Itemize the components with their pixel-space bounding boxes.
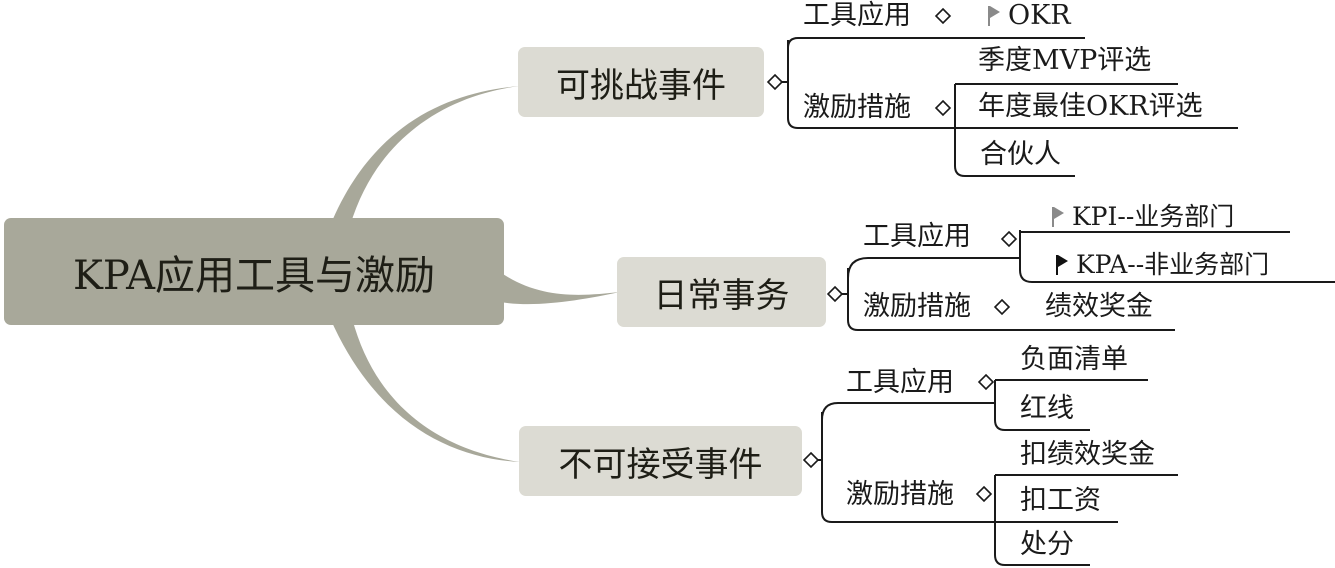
b2-leaf-spine: [1019, 230, 1335, 283]
b3-tool-1[interactable]: 负面清单: [1020, 344, 1128, 375]
b1-top-connector: [787, 37, 1085, 49]
b2-sub-spine: [847, 268, 1175, 331]
b2-tool-kpa[interactable]: KPA--非业务部门: [1056, 250, 1269, 280]
b2-tool-kpi[interactable]: KPI--业务部门: [1052, 202, 1234, 232]
b3-group2-spine: [994, 475, 1090, 566]
b3-g1-diamond: [977, 373, 995, 391]
b1-g2-diamond: [934, 99, 952, 117]
b1-collapse-diamond: [766, 73, 784, 91]
b1-incentive-3[interactable]: 合伙人: [980, 139, 1061, 170]
b3-collapse-diamond: [802, 451, 820, 469]
b3-group1-spine: [994, 380, 1090, 431]
b2-top-curve: [847, 257, 1020, 279]
b1-tool-okr-label: OKR: [1008, 0, 1071, 31]
b2-tool-kpa-label: KPA--非业务部门: [1076, 250, 1270, 279]
root-connector-2: [500, 272, 620, 305]
root-connector-3: [330, 318, 520, 462]
root-node[interactable]: KPA应用工具与激励: [4, 218, 504, 325]
b3-incentive-1[interactable]: 扣绩效奖金: [1020, 439, 1155, 470]
b2-g1-diamond: [1000, 230, 1018, 248]
b2-group-incentive-label[interactable]: 激励措施: [863, 291, 971, 322]
b1-sub-connector: [787, 40, 955, 129]
b3-incentive-2[interactable]: 扣工资: [1020, 485, 1101, 516]
b2-incentive-1[interactable]: 绩效奖金: [1045, 291, 1153, 322]
branch-label: 不可接受事件: [558, 444, 763, 485]
branch-label: 日常事务: [653, 275, 790, 316]
b2-tool-kpi-label: KPI--业务部门: [1072, 202, 1235, 231]
b3-tool-2[interactable]: 红线: [1020, 393, 1074, 424]
b3-group-tools-label[interactable]: 工具应用: [846, 367, 954, 398]
b1-incentive-2[interactable]: 年度最佳OKR评选: [978, 91, 1203, 122]
b1-leaf-spine: [954, 84, 1075, 177]
b1-incentive-1[interactable]: 季度MVP评选: [978, 45, 1152, 76]
root-connector-1: [330, 86, 520, 226]
branch-node-challengeable-events[interactable]: 可挑战事件: [518, 47, 764, 117]
branch-node-daily-affairs[interactable]: 日常事务: [617, 257, 826, 327]
branch-label: 可挑战事件: [556, 65, 726, 106]
b1-group-incentive-label[interactable]: 激励措施: [803, 92, 911, 123]
b1-tool-okr[interactable]: OKR: [988, 1, 1071, 31]
black-flag-icon: [1056, 255, 1068, 275]
b1-group-tools-label[interactable]: 工具应用: [803, 0, 911, 31]
gray-flag-icon: [1052, 207, 1064, 227]
b2-group-tools-label[interactable]: 工具应用: [863, 221, 971, 252]
b3-group-incentive-label[interactable]: 激励措施: [846, 479, 954, 510]
branch-node-unacceptable-events[interactable]: 不可接受事件: [519, 426, 802, 496]
b2-collapse-diamond: [826, 285, 844, 303]
b2-g2-diamond: [993, 298, 1011, 316]
b3-top-curve: [821, 402, 995, 421]
b3-incentive-3[interactable]: 处分: [1020, 529, 1074, 560]
b3-sub-spine: [821, 412, 995, 523]
gray-flag-icon: [988, 6, 1000, 26]
root-label: KPA应用工具与激励: [72, 252, 435, 299]
b3-g2-diamond: [975, 485, 993, 503]
b1-g1-diamond: [934, 7, 952, 25]
